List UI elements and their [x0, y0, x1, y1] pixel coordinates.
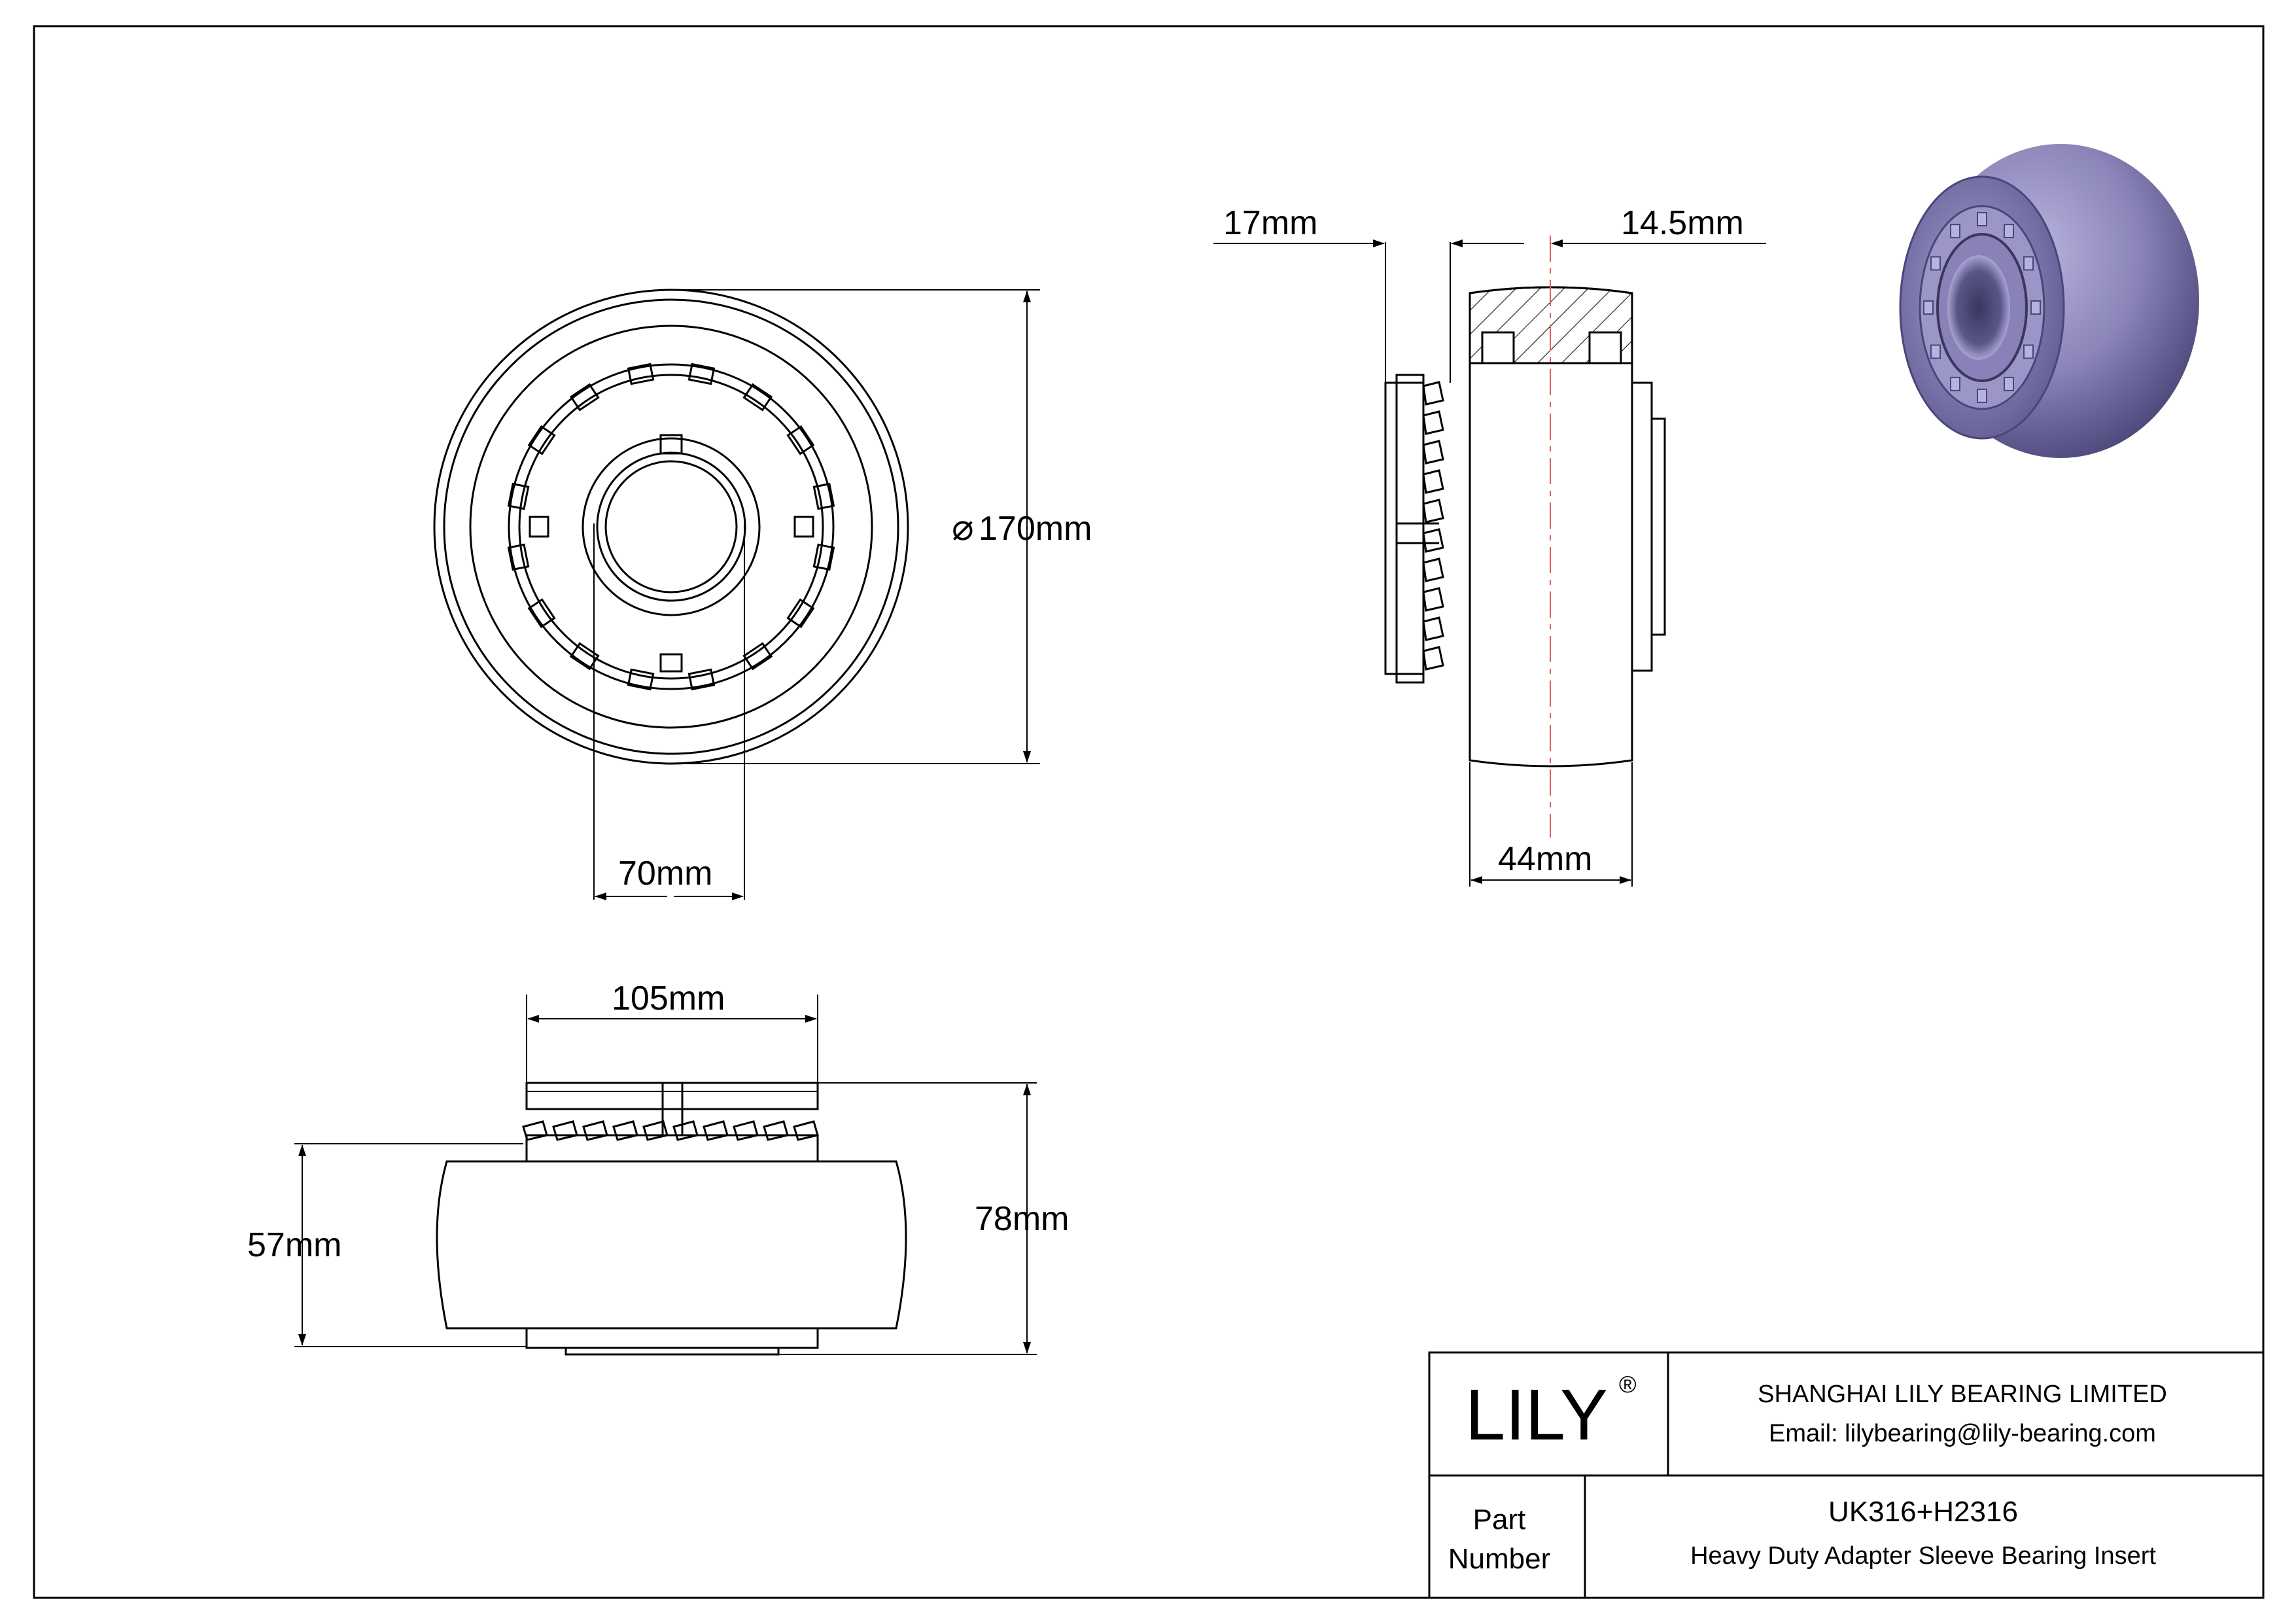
lock-washer-tabs — [507, 362, 835, 691]
logo: LILY — [1465, 1375, 1608, 1455]
washer-tab — [793, 1120, 819, 1141]
washer-tab — [1422, 587, 1444, 612]
washer-tab — [1422, 469, 1444, 494]
part-label-line1: Part — [1473, 1504, 1526, 1536]
washer-tab — [1422, 557, 1444, 582]
washer-tabs-side — [1422, 381, 1444, 671]
locknut-outline — [508, 363, 835, 690]
washer-tabs-bottom — [522, 1120, 819, 1141]
bottom-view — [294, 995, 1037, 1356]
washer-tab — [1422, 499, 1444, 523]
company-name: SHANGHAI LILY BEARING LIMITED — [1758, 1381, 2167, 1408]
washer-tab — [763, 1120, 789, 1141]
inner-width-label: 44mm — [1498, 840, 1592, 878]
outer-diameter-label: 170mm — [979, 510, 1092, 548]
company-email: Email: lilybearing@lily-bearing.com — [1769, 1420, 2156, 1447]
ring-offset-label: 14.5mm — [1621, 204, 1744, 242]
washer-tab — [582, 1120, 608, 1141]
washer-tab — [1422, 381, 1444, 406]
washer-tab — [786, 598, 815, 629]
title-block — [1428, 1351, 2265, 1599]
bearing-render — [1899, 144, 2199, 458]
washer-tab — [742, 642, 773, 671]
washer-tab — [507, 482, 530, 510]
washer-tab — [527, 425, 556, 455]
washer-tab — [1422, 616, 1444, 641]
outer-ring-outline — [433, 289, 909, 765]
washer-tab — [507, 543, 530, 571]
washer-tab — [642, 1120, 669, 1141]
bore-outline — [582, 437, 761, 616]
washer-tab — [627, 668, 655, 691]
washer-tab — [812, 543, 835, 571]
side-view — [1384, 242, 1666, 887]
washer-tab — [627, 362, 655, 385]
part-number: UK316+H2316 — [1828, 1496, 2018, 1528]
outer-diameter-symbol: ⌀ — [952, 506, 974, 548]
sleeve-length-label: 105mm — [612, 980, 725, 1017]
washer-tab — [612, 1120, 638, 1141]
bore-label: 70mm — [618, 855, 712, 892]
washer-tab — [552, 1120, 578, 1141]
outer-ring-profile — [436, 1160, 907, 1330]
washer-tab — [527, 598, 556, 629]
washer-tab — [569, 383, 600, 412]
washer-tab — [1422, 528, 1444, 553]
sleeve-offset-label: 17mm — [1223, 204, 1317, 242]
washer-tab — [703, 1120, 729, 1141]
washer-tab — [1422, 646, 1444, 671]
dim-outer-diameter — [674, 289, 1040, 764]
washer-tab — [1422, 440, 1444, 465]
washer-tab — [687, 362, 716, 385]
part-label-line2: Number — [1448, 1543, 1551, 1575]
washer-tab — [733, 1120, 759, 1141]
washer-tab — [687, 668, 716, 691]
washer-tab — [742, 383, 773, 412]
half-height-label: 57mm — [247, 1226, 341, 1264]
sheet-border — [33, 25, 2265, 1599]
washer-tab — [786, 425, 815, 455]
washer-tab — [1422, 410, 1444, 435]
washer-tab — [812, 482, 835, 510]
logo-registered-mark: ® — [1619, 1371, 1637, 1398]
front-view — [433, 289, 909, 900]
part-description: Heavy Duty Adapter Sleeve Bearing Insert — [1690, 1542, 2156, 1570]
washer-tab — [672, 1120, 699, 1141]
sleeve-profile — [525, 1082, 819, 1110]
total-height-label: 78mm — [975, 1200, 1069, 1238]
